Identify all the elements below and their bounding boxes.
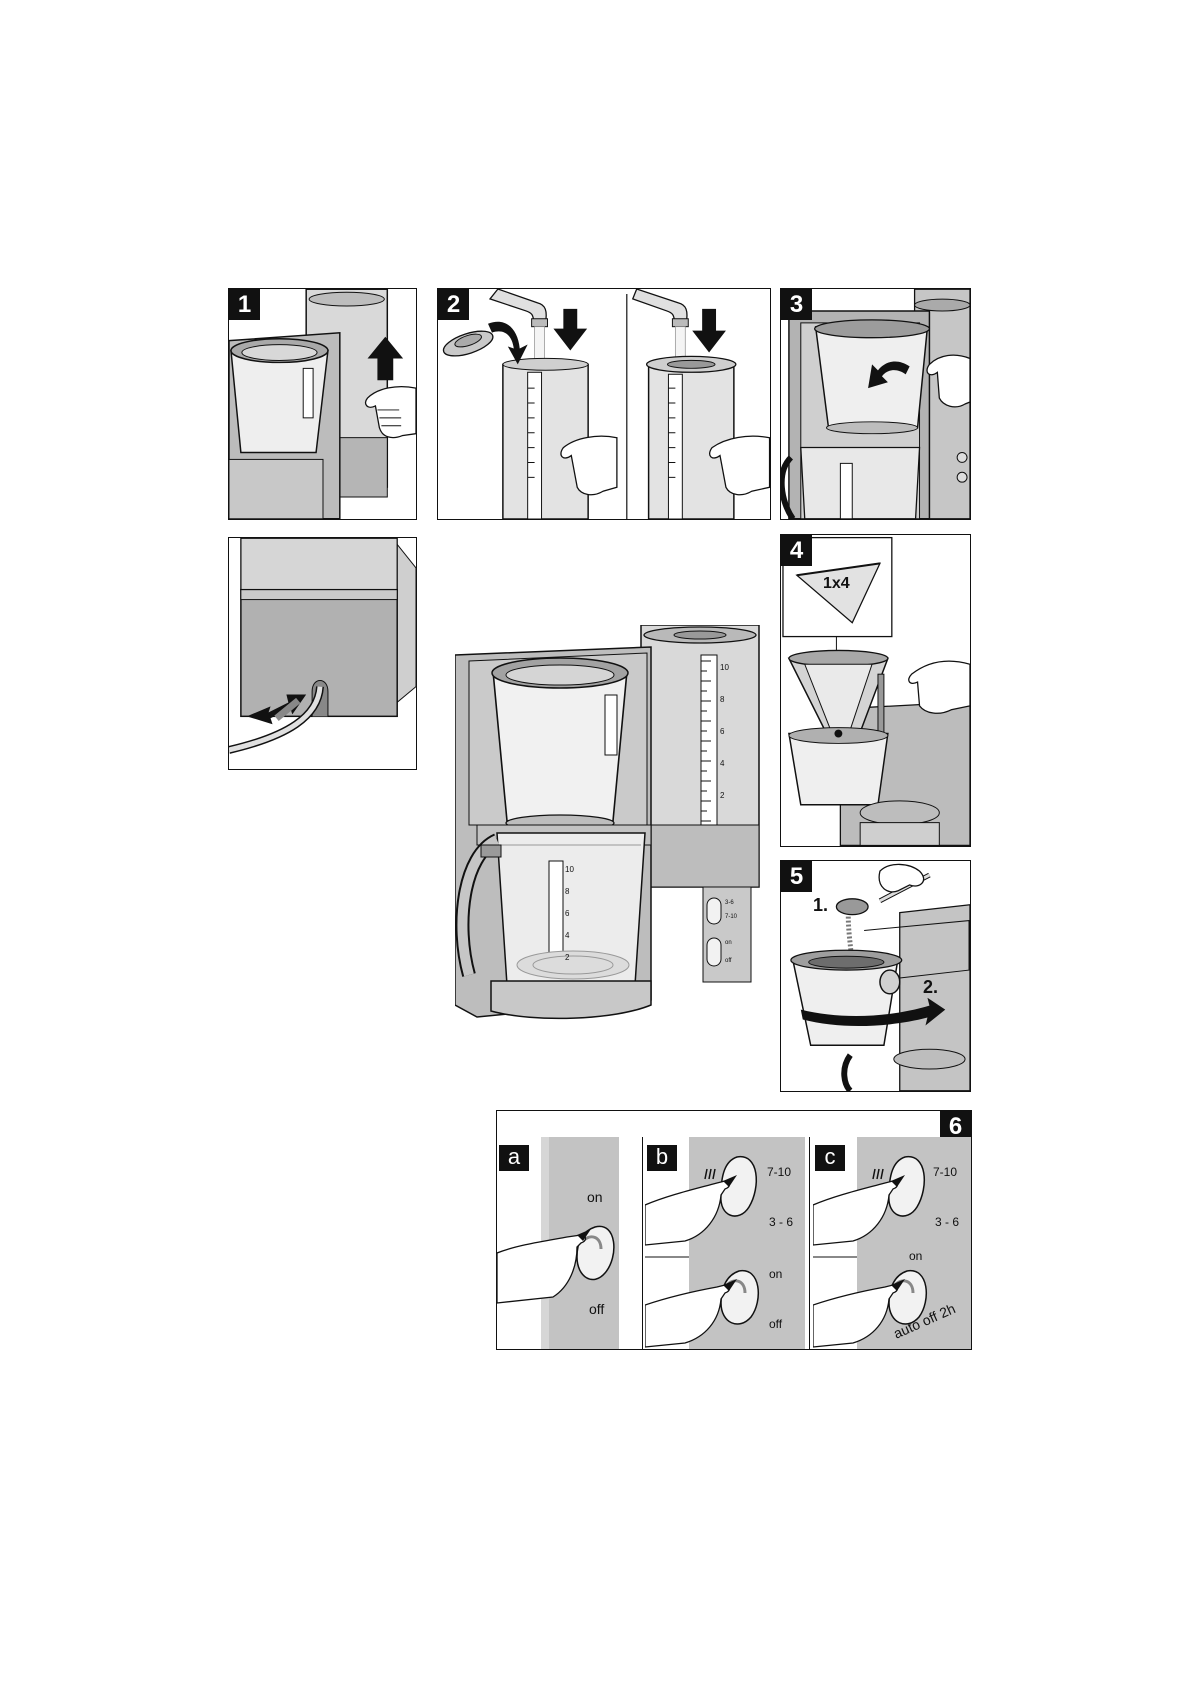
cable-panel: [228, 537, 417, 770]
step-6b-bottom-label: 3 - 6: [769, 1215, 794, 1229]
carafe-mark-10: 10: [565, 865, 574, 874]
hand-icon: [908, 660, 970, 714]
cup-size-button: [720, 1156, 757, 1217]
tank-mark-10: 10: [720, 663, 729, 672]
step-6c-panel: c 7-10 3 - 6 on auto off 2h: [813, 1137, 971, 1349]
step-2-panel: 2: [437, 288, 771, 520]
step-6b-panel: b 7-10 3 - 6 on off: [645, 1137, 805, 1349]
divider: [642, 1137, 643, 1349]
switch-label-off: off: [725, 958, 732, 964]
filter-size-label: 1x4: [823, 575, 850, 592]
step-3-panel: 3: [780, 288, 971, 520]
step-6b-off-label: off: [769, 1317, 783, 1331]
curved-arrow-icon: [488, 321, 528, 365]
cable-illustration: [229, 538, 416, 769]
step-1-number: 1: [229, 289, 260, 320]
carafe-mark-4: 4: [565, 931, 570, 940]
switch-label-7-10: 7-10: [725, 914, 738, 920]
hand-icon: [364, 386, 416, 439]
step-3-number: 3: [781, 289, 812, 320]
carafe-mark-6: 6: [565, 909, 570, 918]
step-6a-label: a: [499, 1145, 529, 1171]
switch-label-3-6: 3-6: [725, 900, 734, 906]
step-6c-label: c: [815, 1145, 845, 1171]
step-6-panel: 6 a on off b 7-10 3 - 6: [496, 1110, 972, 1350]
carafe-mark-8: 8: [565, 887, 570, 896]
step-5-number: 5: [781, 861, 812, 892]
tank-mark-6: 6: [720, 727, 725, 736]
step-6a-off-label: off: [589, 1301, 605, 1317]
curved-arrow-icon: [868, 361, 910, 389]
step-5-sub-1: 1.: [813, 895, 829, 915]
hand-icon: [560, 435, 618, 496]
step-2-number: 2: [438, 289, 469, 320]
step-5-illustration: [781, 861, 970, 1091]
step-1-panel: 1: [228, 288, 417, 520]
step-2-illustration: [438, 289, 770, 519]
tank-mark-8: 8: [720, 695, 725, 704]
step-6c-bottom-label: 3 - 6: [935, 1215, 960, 1229]
step-6-number: 6: [940, 1111, 971, 1142]
step-1-illustration: [229, 289, 416, 519]
step-5-panel: 5 1. 2.: [780, 860, 971, 1092]
curved-arrow-icon: [800, 997, 946, 1027]
step-3-illustration: [781, 289, 970, 519]
tank-mark-4: 4: [720, 759, 725, 768]
step-4-illustration: [781, 535, 970, 846]
hand-icon: [497, 1234, 587, 1304]
step-6c-on-label: on: [909, 1249, 923, 1263]
hand-icon: [926, 354, 970, 408]
step-4-number: 4: [781, 535, 812, 566]
arrow-down-icon: [692, 308, 726, 353]
switch-label-on: on: [725, 940, 732, 946]
main-machine-illustration: 10 8 6 4 2 10 8 6 4 2 3-6 7-10 on off: [454, 624, 765, 1025]
step-6a-on-label: on: [587, 1189, 603, 1205]
arrow-down-icon: [553, 308, 588, 351]
cup-size-button: [888, 1156, 925, 1217]
step-6b-label: b: [647, 1145, 677, 1171]
hand-icon: [709, 435, 770, 496]
step-6c-top-label: 7-10: [933, 1165, 958, 1179]
step-6b-top-label: 7-10: [767, 1165, 792, 1179]
step-5-sub-2: 2.: [923, 977, 939, 997]
step-6a-panel: a on off: [497, 1137, 642, 1349]
tank-mark-2: 2: [720, 791, 725, 800]
step-6b-on-label: on: [769, 1267, 783, 1281]
arrow-up-icon: [367, 336, 404, 381]
divider: [809, 1137, 810, 1349]
step-4-panel: 4 1x4: [780, 534, 971, 847]
hand-icon: [878, 863, 925, 893]
carafe-mark-2: 2: [565, 953, 570, 962]
